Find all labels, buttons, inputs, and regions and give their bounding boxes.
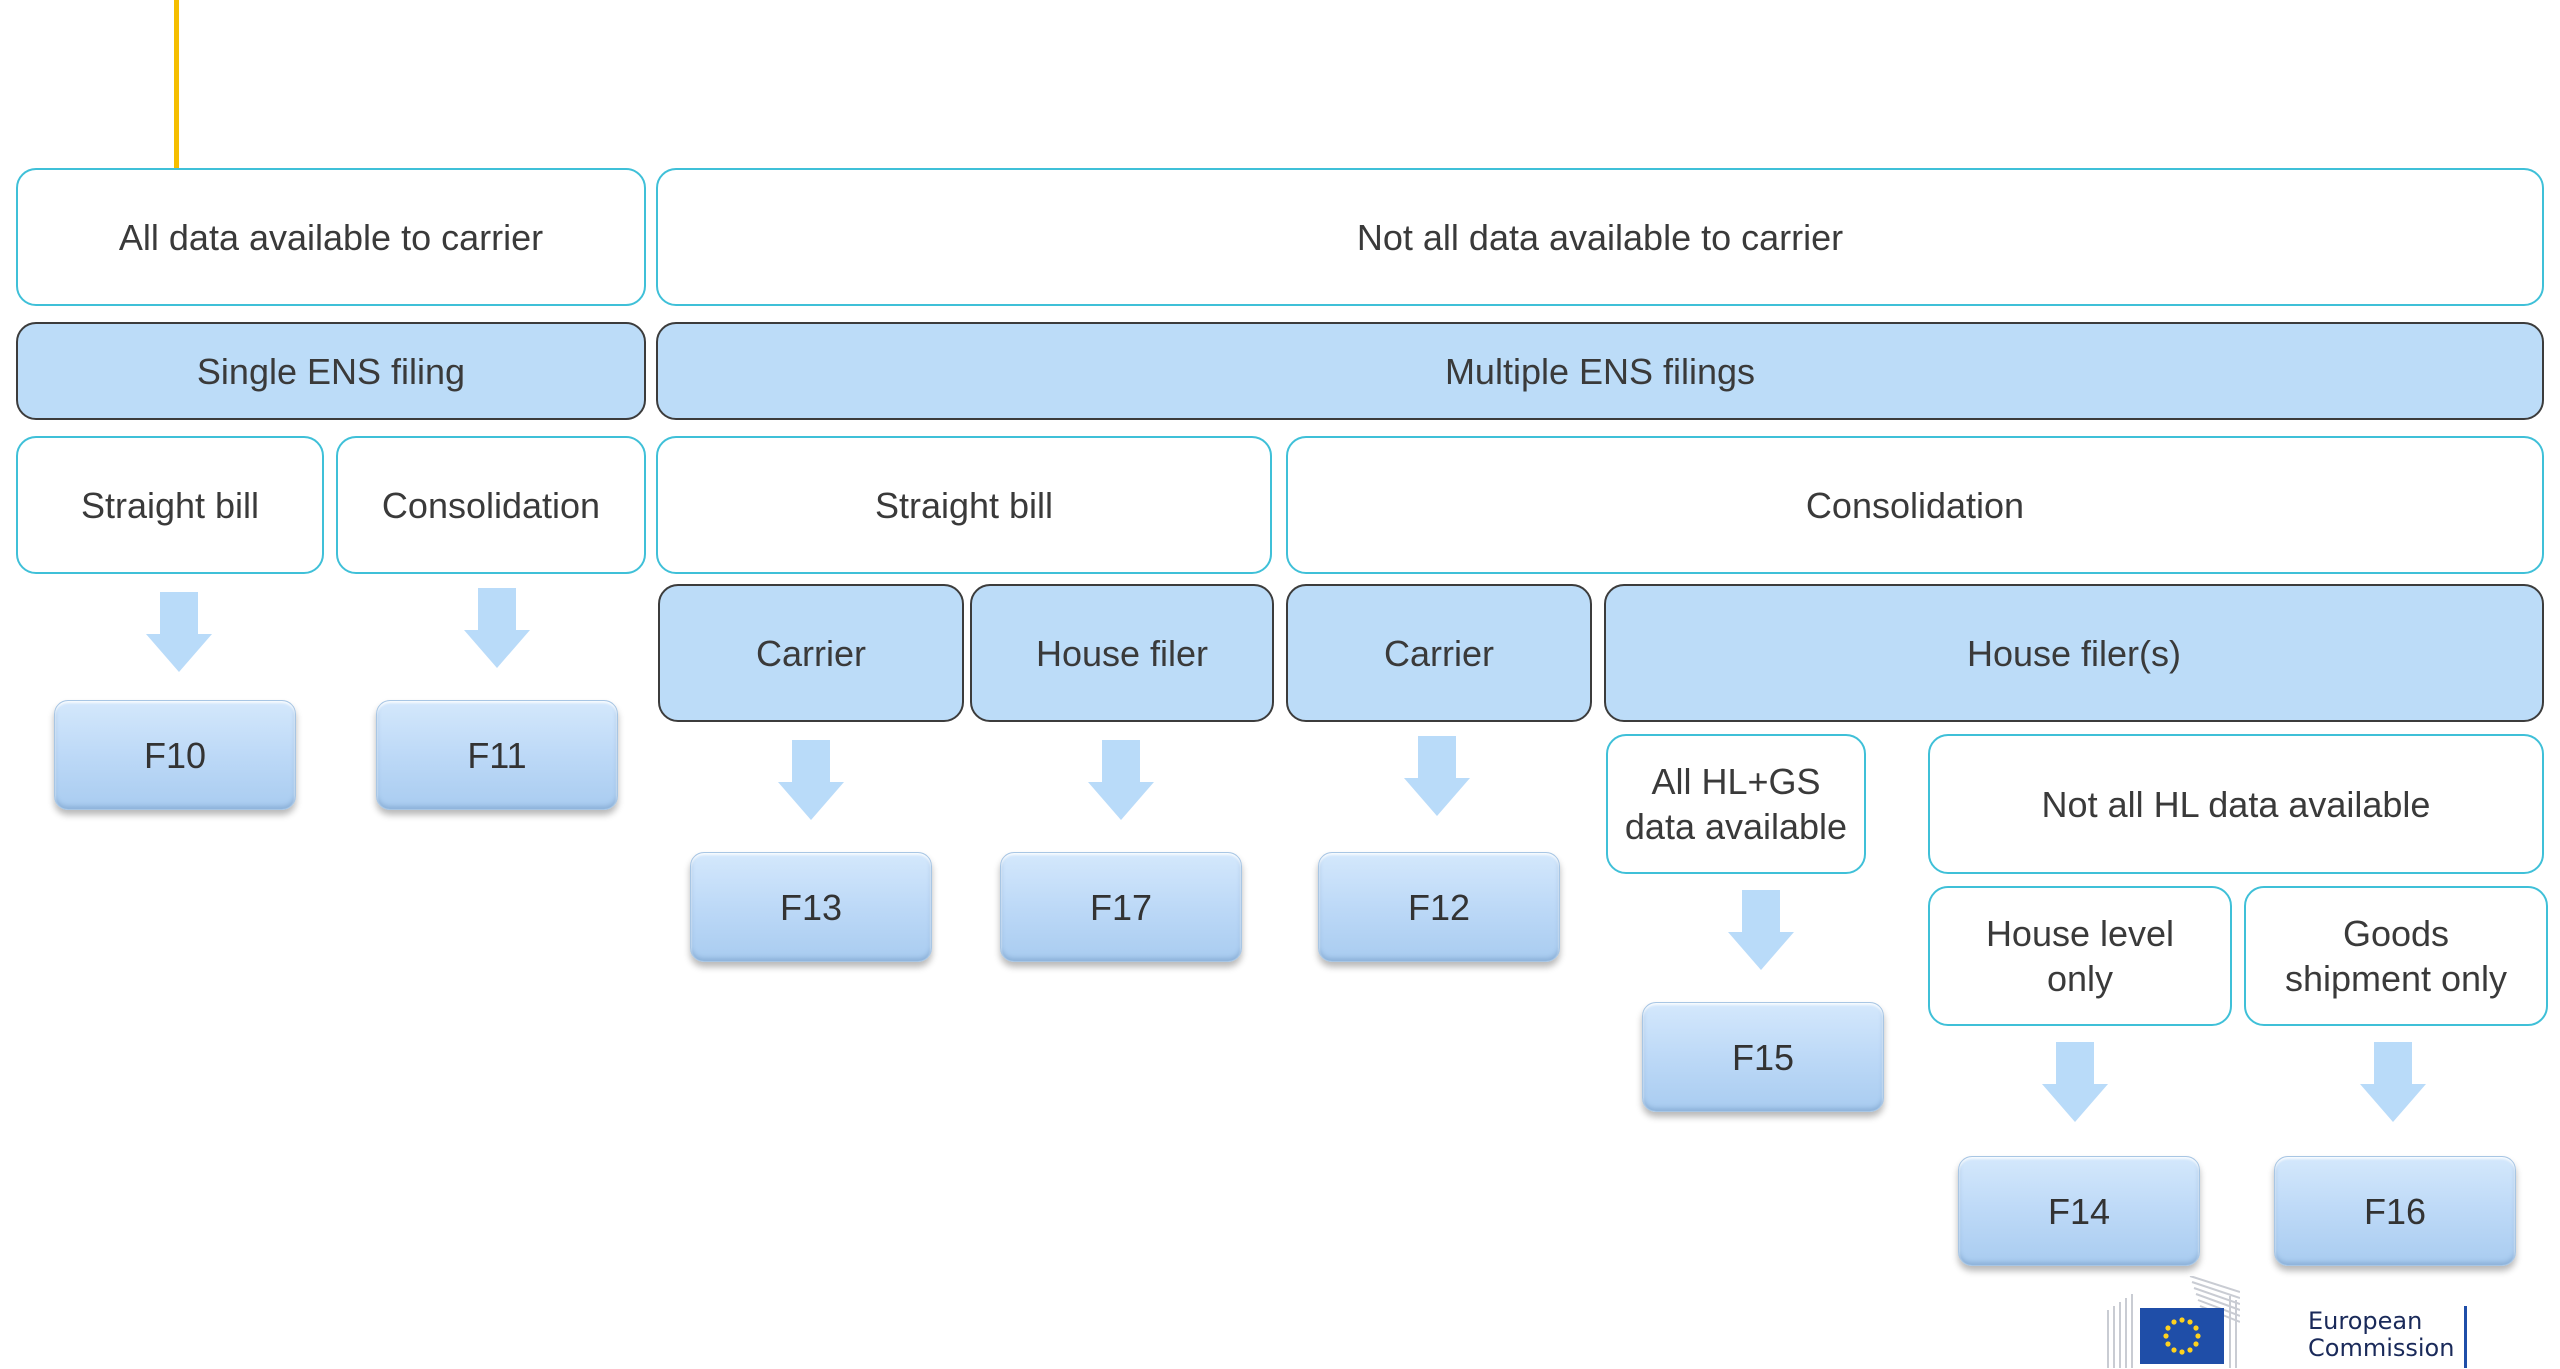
house-filers-box: House filer(s) <box>1604 584 2544 722</box>
not-all-hl-data-box: Not all HL data available <box>1928 734 2544 874</box>
house-level-only-box: House level only <box>1928 886 2232 1026</box>
all-hl-gs-data-box: All HL+GS data available <box>1606 734 1866 874</box>
form-f16: F16 <box>2274 1156 2516 1266</box>
consolidation-box-multiple: Consolidation <box>1286 436 2544 574</box>
arrow-down-icon <box>2042 1042 2108 1124</box>
form-f17: F17 <box>1000 852 1242 962</box>
form-f13: F13 <box>690 852 932 962</box>
arrow-down-icon <box>1088 740 1154 822</box>
goods-shipment-only-box: Goods shipment only <box>2244 886 2548 1026</box>
form-f10: F10 <box>54 700 296 810</box>
not-all-data-available-box: Not all data available to carrier <box>656 168 2544 306</box>
form-f14: F14 <box>1958 1156 2200 1266</box>
arrow-down-icon <box>464 588 530 670</box>
house-filer-box: House filer <box>970 584 1274 722</box>
consolidation-box-single: Consolidation <box>336 436 646 574</box>
arrow-down-icon <box>146 592 212 674</box>
multiple-ens-filings-box: Multiple ENS filings <box>656 322 2544 420</box>
form-f11: F11 <box>376 700 618 810</box>
carrier-box-straight: Carrier <box>658 584 964 722</box>
carrier-box-consolidation: Carrier <box>1286 584 1592 722</box>
european-commission-logo: European Commission <box>2100 1268 2480 1368</box>
arrow-down-icon <box>1728 890 1794 972</box>
straight-bill-box-single: Straight bill <box>16 436 324 574</box>
logo-line-2: Commission <box>2308 1334 2455 1362</box>
arrow-down-icon <box>2360 1042 2426 1124</box>
straight-bill-box-multiple: Straight bill <box>656 436 1272 574</box>
arrow-down-icon <box>778 740 844 822</box>
form-f12: F12 <box>1318 852 1560 962</box>
eu-flag-icon <box>2140 1308 2224 1364</box>
form-f15: F15 <box>1642 1002 1884 1112</box>
single-ens-filing-box: Single ENS filing <box>16 322 646 420</box>
accent-line <box>174 0 179 168</box>
logo-rule <box>2464 1306 2467 1368</box>
arrow-down-icon <box>1404 736 1470 818</box>
logo-text: European Commission <box>2308 1308 2454 1362</box>
all-data-available-box: All data available to carrier <box>16 168 646 306</box>
logo-line-1: European <box>2308 1307 2423 1335</box>
